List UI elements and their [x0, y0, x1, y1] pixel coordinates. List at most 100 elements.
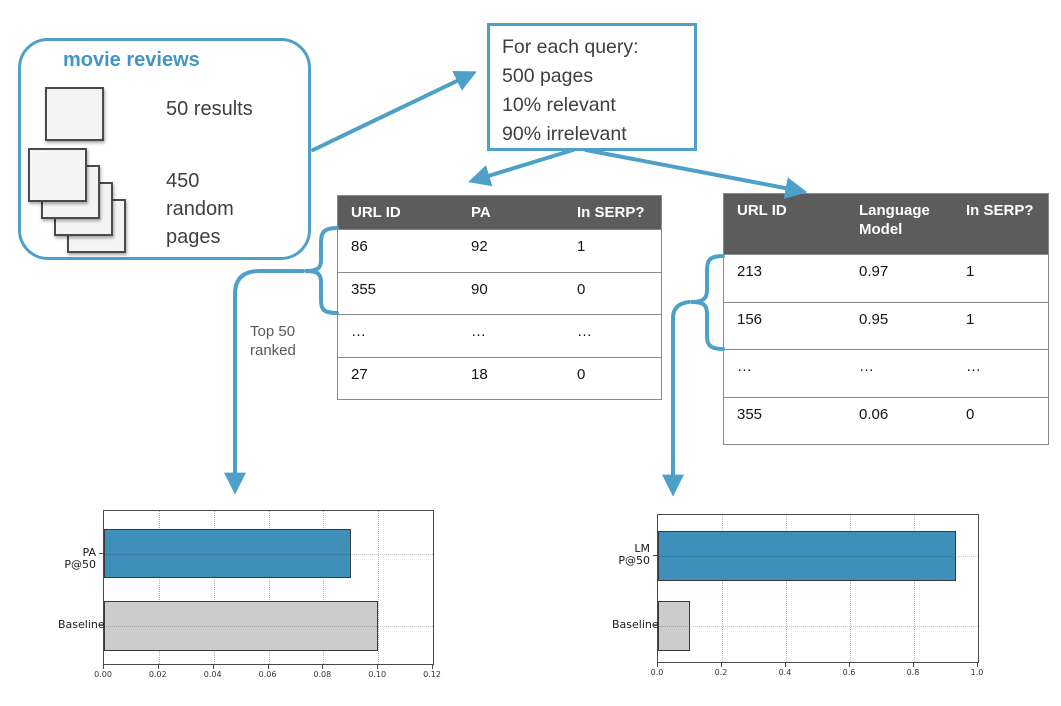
gridline: [722, 515, 723, 662]
gridline: [104, 553, 433, 555]
corpus-box-title: movie reviews: [63, 49, 200, 71]
lm-table-header: URL ID Language Model In SERP?: [724, 194, 1048, 254]
tick-mark: [377, 664, 379, 669]
table-row: 156 0.95 1: [724, 301, 1048, 350]
table-cell: 0.06: [859, 405, 889, 423]
table-cell: 86: [351, 238, 368, 255]
table-cell: 355: [351, 280, 377, 298]
gridline: [378, 511, 380, 664]
pa-table-brace: [304, 226, 339, 315]
arrow-query-to-pa-table: [468, 148, 575, 187]
category-label: Baseline: [612, 618, 659, 631]
arrow-lm-table-to-chart: [662, 300, 691, 497]
tick-label: 0.08: [313, 670, 332, 679]
page-stack-sheet: [28, 148, 87, 202]
ranked-label-line: ranked: [250, 342, 296, 359]
tick-mark: [103, 664, 104, 669]
table-row: … … …: [338, 314, 661, 357]
lm-table-brace: [690, 254, 725, 351]
table-cell: 27: [351, 365, 368, 383]
plot-area: [657, 514, 979, 663]
table-cell: 90: [471, 280, 488, 298]
tick-mark: [322, 664, 324, 669]
tick-mark: [157, 664, 159, 669]
table-row: 86 92 1: [338, 229, 661, 272]
table-row: 355 90 0: [338, 271, 661, 315]
tick-mark: [849, 662, 850, 667]
tick-label: 0.00: [94, 670, 112, 679]
tick-label: 1.0: [970, 668, 984, 677]
pa-table-header: URL ID PA In SERP?: [338, 196, 661, 229]
tick-mark: [977, 662, 978, 667]
table-cell: 92: [471, 238, 488, 255]
tick-mark: [653, 555, 657, 556]
table-cell: 18: [471, 365, 488, 383]
gridline: [850, 515, 851, 662]
query-line: 500 pages: [502, 65, 594, 87]
table-cell: 355: [737, 405, 763, 423]
table-cell: 156: [737, 310, 763, 328]
tick-label: 0.6: [842, 668, 856, 677]
table-row: … … …: [724, 349, 1048, 397]
lm-table: URL ID Language Model In SERP? 213 0.97 …: [723, 193, 1049, 445]
table-cell: …: [577, 323, 592, 340]
table-cell: 0: [577, 280, 586, 298]
tick-label: 0.10: [368, 670, 387, 679]
query-box: For each query: 500 pages 10% relevant 9…: [487, 23, 697, 151]
bar-baseline: [104, 601, 379, 651]
gridline: [658, 626, 978, 627]
table-cell: 0.95: [859, 310, 889, 328]
tick-mark: [267, 664, 269, 669]
tick-mark: [653, 625, 657, 626]
tick-label: 0.0: [650, 668, 664, 677]
table-cell: …: [859, 358, 874, 375]
random-pages-label: 450 random pages: [166, 170, 234, 248]
column-header: PA: [471, 204, 491, 221]
top50-ranked-label: Top 50 ranked: [250, 322, 296, 360]
tick-label: 0.02: [148, 670, 167, 679]
tick-mark: [913, 662, 914, 667]
query-line: 10% relevant: [502, 94, 616, 116]
tick-label: 0.2: [714, 668, 728, 677]
table-cell: …: [471, 323, 486, 340]
table-cell: 0.97: [859, 263, 889, 280]
gridline: [786, 515, 787, 662]
table-cell: 0: [577, 365, 586, 383]
gridline: [213, 511, 215, 664]
results-count-label: 50 results: [166, 98, 253, 120]
query-line: 90% irrelevant: [502, 123, 627, 145]
table-cell: 1: [577, 238, 586, 255]
query-line: For each query:: [502, 36, 639, 58]
tick-label: 0.8: [906, 668, 920, 677]
tick-label: 0.4: [778, 668, 792, 677]
tick-mark: [99, 625, 103, 626]
tick-label: 0.12: [423, 670, 441, 679]
page-icon: [45, 87, 104, 141]
tick-mark: [212, 664, 214, 669]
bar-pa-p@50: [104, 529, 351, 578]
table-cell: 1: [966, 263, 975, 280]
table-cell: 1: [966, 310, 975, 328]
ranked-label-line: Top 50: [250, 323, 296, 340]
arrow-pa-table-to-chart: [224, 269, 305, 495]
tick-mark: [657, 662, 658, 667]
table-row: 27 18 0: [338, 356, 661, 400]
gridline: [323, 511, 325, 664]
table-cell: 0: [966, 405, 975, 423]
table-cell: …: [737, 358, 752, 375]
tick-mark: [785, 662, 786, 667]
column-header: URL ID: [737, 202, 787, 219]
gridline: [158, 511, 160, 664]
table-cell: …: [351, 323, 366, 340]
category-label: PA P@50: [64, 545, 96, 571]
bar-baseline: [658, 601, 690, 651]
table-cell: 213: [737, 263, 763, 280]
gridline: [104, 626, 433, 627]
gridline: [658, 556, 978, 557]
corpus-box: movie reviews 50 results 450 random page…: [18, 38, 311, 260]
tick-mark: [99, 552, 103, 554]
table-row: 355 0.06 0: [724, 396, 1048, 445]
